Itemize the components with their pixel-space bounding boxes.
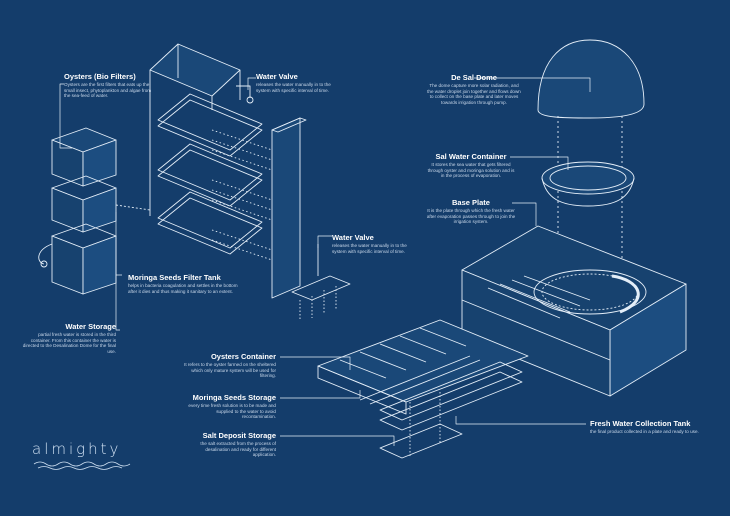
label-desc: It refers to the oyster farmed on the sh…	[184, 362, 276, 379]
stacked-filter-boxes	[38, 127, 151, 295]
label-title: Oysters (Bio Filters)	[64, 72, 136, 81]
label-oysters-bio-filters: Oysters (Bio Filters) Oysters are the fi…	[64, 72, 154, 99]
label-moringa-seeds-storage: Moringa Seeds Storage every time fresh s…	[182, 393, 276, 420]
label-desc: releases the water manually in to the sy…	[332, 243, 407, 254]
label-title: Oysters Container	[210, 352, 276, 361]
label-title: Base Plate	[452, 198, 490, 207]
label-oysters-container: Oysters Container It refers to the oyste…	[182, 352, 276, 379]
label-de-sal-dome: De Sal Dome The dome capture more solar …	[426, 73, 522, 105]
leader-lines	[59, 77, 591, 446]
label-desc: partial fresh water is stored in the thi…	[22, 332, 116, 354]
label-title: Salt Deposit Storage	[202, 431, 276, 440]
label-title: Moringa Seeds Filter Tank	[128, 273, 221, 282]
label-desc: It is the plate through which the fresh …	[426, 208, 516, 225]
label-desc: the salt extracted from the process of d…	[200, 441, 276, 458]
label-desc: releases the water manually in to the sy…	[256, 82, 331, 93]
label-desc: helps in bacteria coagulation and settle…	[128, 283, 238, 294]
logo-wave-icon	[33, 461, 131, 470]
label-title: De Sal Dome	[451, 73, 497, 82]
label-water-valve-mid: Water Valve releases the water manually …	[332, 233, 412, 254]
lower-valve-manifold	[291, 244, 351, 320]
moringa-filter-shelves	[149, 43, 263, 255]
label-desc: The dome capture more solar radiation, a…	[427, 83, 521, 105]
logo-text: almighty	[32, 440, 122, 458]
label-title: Water Valve	[256, 72, 298, 81]
label-desc: every time fresh solution is to be made …	[188, 403, 276, 420]
label-fresh-water-tank: Fresh Water Collection Tank the final pr…	[590, 419, 710, 435]
label-title: Moringa Seeds Storage	[192, 393, 276, 402]
label-water-storage: Water Storage partial fresh water is sto…	[22, 322, 116, 354]
sal-water-bowl	[541, 161, 635, 207]
label-desc: Oysters are the first filters that eats …	[64, 82, 152, 99]
label-water-valve-top: Water Valve releases the water manually …	[256, 72, 336, 93]
label-sal-water-container: Sal Water Container It stores the sea wa…	[426, 152, 516, 179]
label-moringa-filter-tank: Moringa Seeds Filter Tank helps in bacte…	[128, 273, 248, 294]
label-base-plate: Base Plate It is the plate through which…	[426, 198, 516, 225]
label-title: Water Storage	[65, 322, 116, 331]
storage-racks	[317, 319, 529, 459]
label-title: Sal Water Container	[435, 152, 507, 161]
label-title: Fresh Water Collection Tank	[590, 419, 691, 428]
fresh-water-tank	[461, 225, 687, 397]
label-title: Water Valve	[332, 233, 374, 242]
label-desc: It stores the sea water that gets filter…	[427, 162, 515, 179]
label-desc: the final product collected in a plate a…	[590, 429, 699, 434]
valve-panel	[211, 85, 307, 299]
label-salt-deposit-storage: Salt Deposit Storage the salt extracted …	[182, 431, 276, 458]
